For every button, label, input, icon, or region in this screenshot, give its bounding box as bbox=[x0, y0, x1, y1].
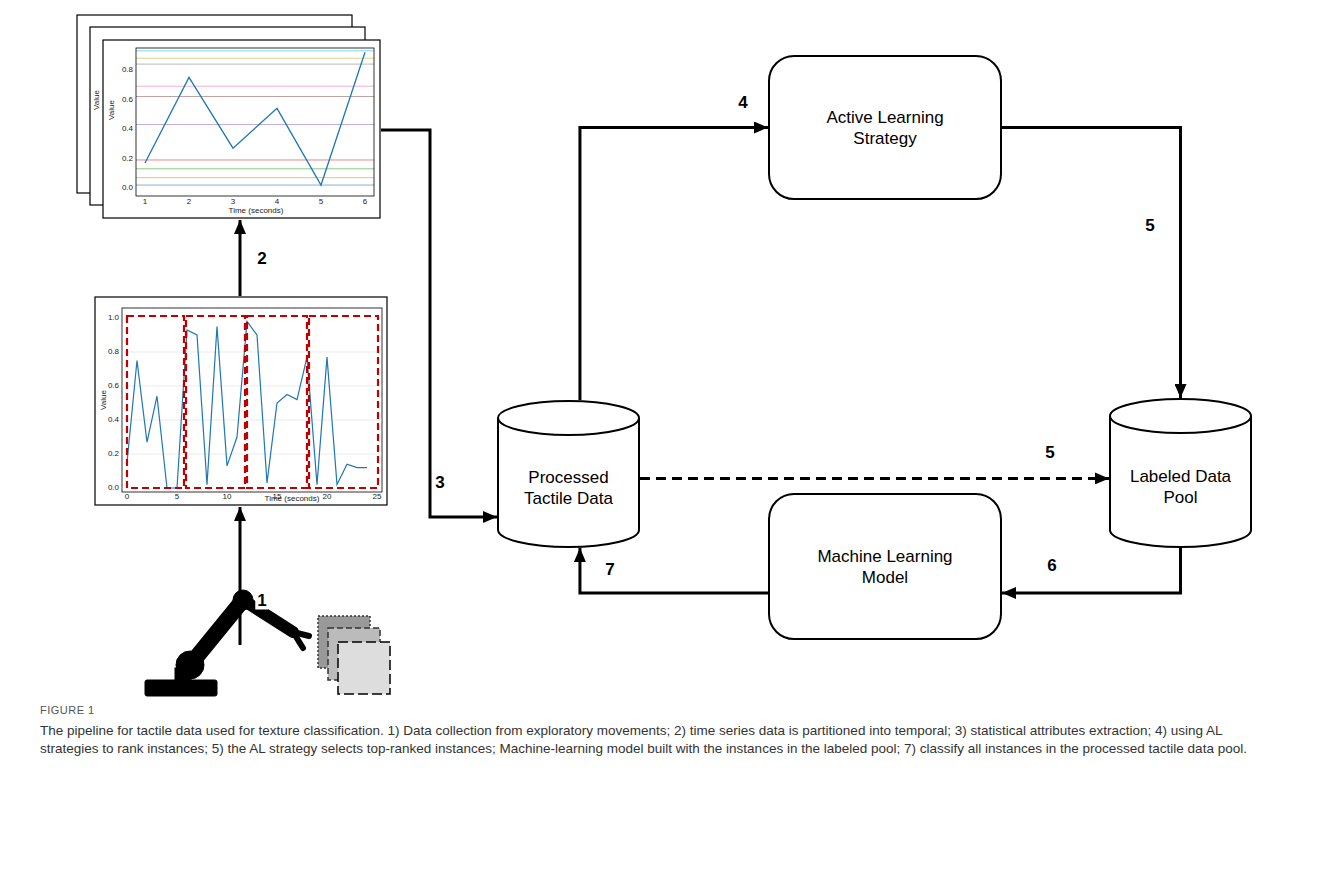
axis-label: 0.4 bbox=[122, 124, 133, 134]
step-number: 7 bbox=[603, 560, 616, 580]
texture-samples bbox=[318, 616, 390, 694]
axis-label: 5 bbox=[319, 197, 323, 207]
step-number: 2 bbox=[255, 249, 268, 268]
node-label: Active Learning Strategy bbox=[800, 107, 970, 149]
axis-label: 0.2 bbox=[122, 154, 133, 164]
figure-title: FIGURE 1 bbox=[40, 704, 95, 716]
process-arrow bbox=[381, 130, 497, 517]
axis-label: 0.8 bbox=[108, 347, 119, 357]
axis-label: 0.2 bbox=[108, 449, 119, 459]
axis-label: 4 bbox=[275, 197, 279, 207]
axis-label: Time (seconds) bbox=[229, 206, 284, 216]
axis-label: 1 bbox=[143, 197, 147, 207]
step-number: 5 bbox=[1143, 216, 1156, 236]
axis-label: Value bbox=[107, 100, 117, 120]
top-plot bbox=[136, 48, 374, 196]
chart-panel bbox=[95, 297, 387, 505]
step-number: 1 bbox=[255, 591, 268, 610]
step-number: 3 bbox=[433, 473, 446, 492]
axis-label: 3 bbox=[231, 197, 235, 207]
axis-label: 25 bbox=[373, 492, 382, 502]
axis-label: Value bbox=[92, 90, 102, 110]
robot-arm bbox=[145, 590, 309, 696]
dashed-arrow bbox=[640, 477, 1109, 480]
data-store: Processed Tactile Data bbox=[497, 400, 640, 548]
axis-label: 5 bbox=[175, 492, 179, 502]
data-store: Labeled Data Pool bbox=[1109, 398, 1252, 548]
step-number: 4 bbox=[736, 93, 749, 113]
axis-label: Value bbox=[99, 390, 109, 410]
axis-label: 1.0 bbox=[108, 313, 119, 323]
node-label: Machine Learning Model bbox=[800, 546, 970, 588]
process-box: Machine Learning Model bbox=[768, 493, 1002, 640]
axis-label: 20 bbox=[323, 492, 332, 502]
partition-plot bbox=[122, 308, 382, 492]
axis-label: 0 bbox=[125, 492, 129, 502]
axis-label: 0.0 bbox=[122, 183, 133, 193]
node-label: Labeled Data Pool bbox=[1123, 466, 1238, 508]
axis-label: 0.6 bbox=[122, 95, 133, 105]
axis-label: Time (seconds) bbox=[265, 494, 320, 504]
axis-label: 6 bbox=[363, 197, 367, 207]
flow-arrow bbox=[580, 128, 768, 401]
process-arrow bbox=[239, 220, 242, 296]
process-box: Active Learning Strategy bbox=[768, 55, 1002, 200]
step-number: 6 bbox=[1045, 556, 1058, 576]
step-number: 5 bbox=[1043, 443, 1056, 463]
axis-label: 10 bbox=[223, 492, 232, 502]
axis-label: 0.0 bbox=[108, 483, 119, 493]
node-label: Processed Tactile Data bbox=[511, 467, 626, 509]
flow-arrow bbox=[1002, 128, 1181, 399]
chart-panel bbox=[103, 40, 380, 218]
process-arrow bbox=[239, 507, 242, 645]
flow-arrow bbox=[1002, 548, 1181, 593]
axis-label: 0.4 bbox=[108, 415, 119, 425]
axis-label: 0.8 bbox=[122, 65, 133, 75]
figure-caption: The pipeline for tactile data used for t… bbox=[40, 722, 1275, 758]
axis-label: 2 bbox=[187, 197, 191, 207]
axis-label: 0.6 bbox=[108, 381, 119, 391]
flow-arrow bbox=[580, 548, 768, 593]
